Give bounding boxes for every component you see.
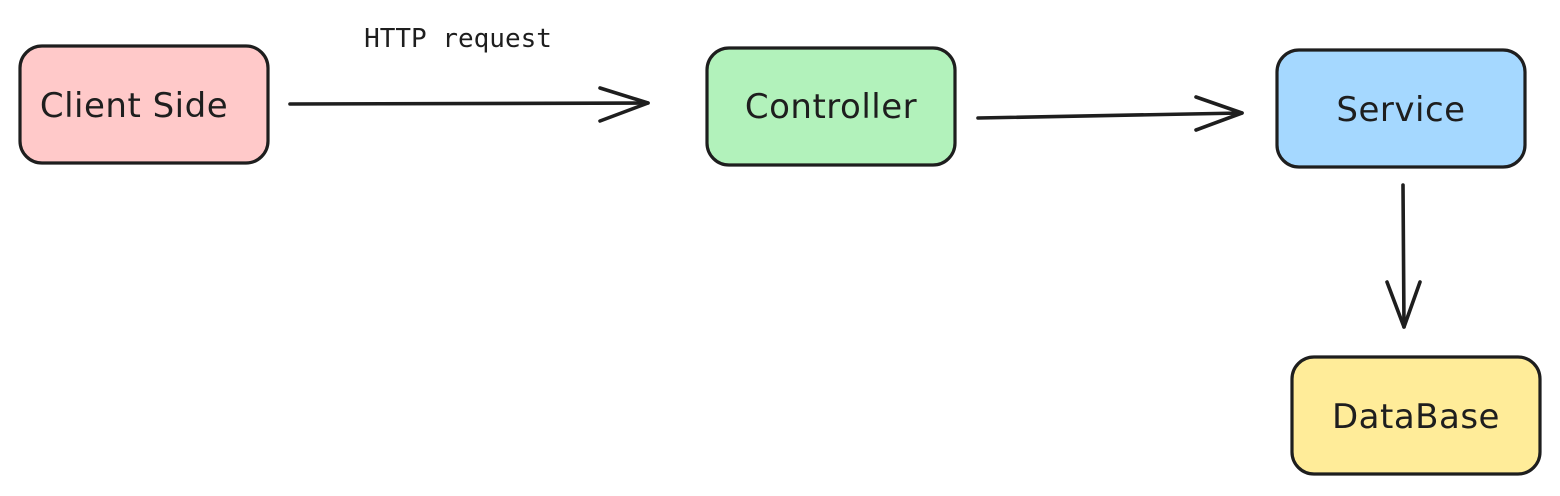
service-label: Service: [1336, 90, 1465, 130]
arrowhead-controller-to-service: [1194, 95, 1244, 132]
client-side-label: Client Side: [40, 86, 228, 126]
node-database[interactable]: DataBase: [1290, 355, 1542, 476]
node-service[interactable]: Service: [1275, 48, 1527, 169]
client-side-box: [18, 44, 270, 165]
arrow-client-to-controller: [288, 101, 650, 106]
arrow-service-to-database: [1401, 183, 1406, 329]
edge-client-to-controller[interactable]: HTTP request: [288, 24, 650, 123]
arrow-controller-to-service: [976, 111, 1244, 120]
controller-box: [705, 46, 957, 167]
arrowhead-service-to-database: [1385, 280, 1422, 329]
node-client-side[interactable]: Client Side: [18, 44, 270, 165]
http-request-label: HTTP request: [364, 24, 552, 54]
service-box: [1275, 48, 1527, 169]
edge-service-to-database[interactable]: [1385, 183, 1422, 329]
arrowhead-client-to-controller: [598, 86, 650, 123]
database-box: [1290, 355, 1542, 476]
node-controller[interactable]: Controller: [705, 46, 957, 167]
edge-controller-to-service[interactable]: [976, 95, 1244, 132]
database-label: DataBase: [1332, 397, 1500, 437]
controller-label: Controller: [745, 87, 917, 127]
